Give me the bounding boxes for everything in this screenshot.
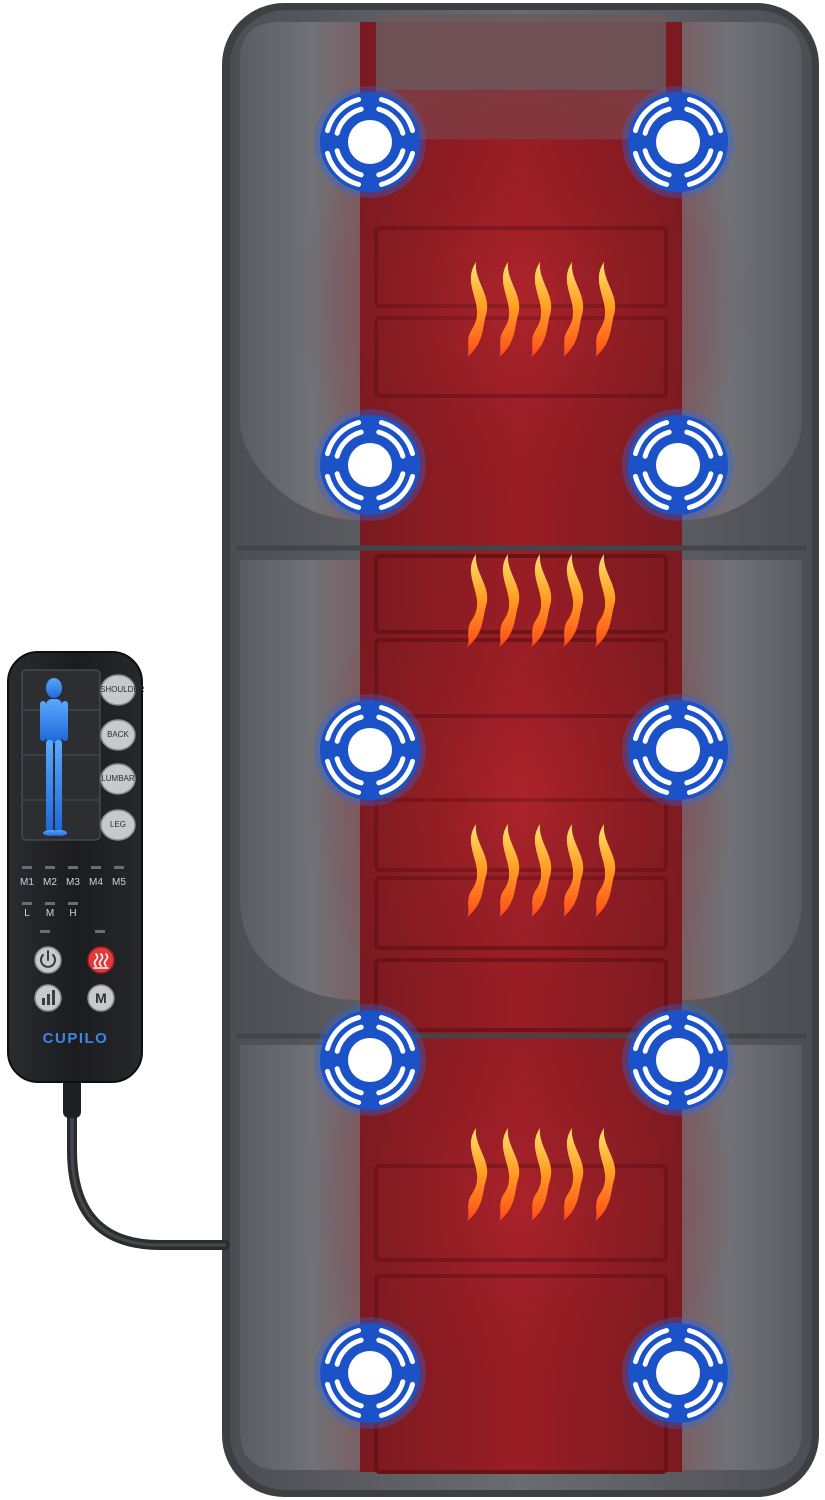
- mode-button[interactable]: [87, 984, 115, 1012]
- heat-flame-icon: [594, 262, 616, 358]
- back-button-label: BACK: [107, 730, 129, 739]
- heat-flame-icon: [466, 554, 488, 648]
- heat-flame-icon: [562, 262, 584, 358]
- mode-label-m4: M4: [89, 877, 103, 888]
- vibration-motor-icon: [314, 86, 426, 198]
- heat-flame-icon: [498, 554, 520, 648]
- mode-label-m3: M3: [66, 877, 80, 888]
- human-figure-icon: [40, 678, 68, 836]
- cable-strain-relief: [63, 1076, 81, 1118]
- vibration-motor-icon: [314, 409, 426, 521]
- level-label-low: L: [24, 908, 30, 919]
- vibration-motor-icon: [622, 86, 734, 198]
- vibration-motor-icon: [314, 1317, 426, 1429]
- heat-flame-icon: [594, 1128, 616, 1222]
- zone-buttons: [100, 674, 136, 841]
- heat-icon: [93, 953, 109, 969]
- heat-flame-icon: [594, 554, 616, 648]
- heat-flame-icon: [594, 824, 616, 918]
- heat-flame-icon: [466, 1128, 488, 1222]
- brand-logo: CUPILO: [42, 1030, 109, 1047]
- mode-button-label: M: [95, 990, 107, 1006]
- heat-flame-icon: [498, 824, 520, 918]
- vibration-motor-icon: [314, 1004, 426, 1116]
- level-label-medium: M: [45, 908, 55, 919]
- mode-label-m2: M2: [43, 877, 57, 888]
- vibration-motor-icon: [314, 694, 426, 806]
- mode-label-m5: M5: [112, 877, 126, 888]
- mode-indicators: [22, 866, 124, 905]
- remote-control: [7, 651, 143, 1083]
- shoulder-button[interactable]: [100, 674, 136, 706]
- vibration-motor-icon: [622, 409, 734, 521]
- shoulder-button-label: SHOULDER: [100, 685, 145, 694]
- heat-flame-icon: [530, 824, 552, 918]
- heat-flame-icon: [562, 554, 584, 648]
- heat-flame-icon: [562, 824, 584, 918]
- vibration-motors: [314, 86, 734, 1429]
- heat-flame-icon: [530, 1128, 552, 1222]
- mode-label-m1: M1: [20, 877, 34, 888]
- level-label-high: H: [69, 908, 77, 919]
- lumbar-button-label: LUMBAR: [101, 774, 135, 783]
- heat-flame-icon: [466, 262, 488, 358]
- vibration-motor-icon: [622, 1004, 734, 1116]
- leg-button-label: LEG: [109, 820, 126, 829]
- heat-flame-icon: [466, 824, 488, 918]
- heat-zones: [466, 262, 616, 1222]
- heat-flame-icon: [498, 1128, 520, 1222]
- leg-button[interactable]: [100, 809, 136, 841]
- heat-flame-icon: [530, 554, 552, 648]
- vibration-motor-icon: [622, 1317, 734, 1429]
- intensity-icon: [42, 990, 55, 1005]
- heat-flame-icon: [530, 262, 552, 358]
- vibration-motor-icon: [622, 694, 734, 806]
- lumbar-button[interactable]: [100, 763, 136, 795]
- back-button[interactable]: [100, 719, 136, 751]
- heat-flame-icon: [498, 262, 520, 358]
- heat-flame-icon: [562, 1128, 584, 1222]
- power-icon: [40, 950, 56, 968]
